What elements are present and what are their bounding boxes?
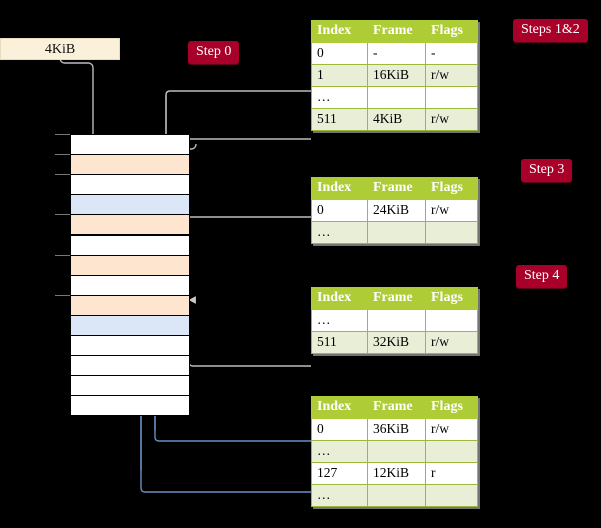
page-table-level-1-r1-frame [367,440,426,463]
page-table-level-4-r2-flags [425,86,478,109]
page-table-level-3-r0-flags: r/w [425,199,478,222]
page-table-level-3-r0-index: 0 [311,199,368,222]
page-table-level-4-header-index: Index [311,20,368,43]
memory-tick-0 [55,134,70,135]
page-table-level-1-r2-flags: r [425,462,478,485]
page-table-level-3-r1-frame [367,221,426,244]
table-row[interactable]: … [311,86,478,109]
page-table-level-3-header-frame: Frame [367,177,426,200]
page-table-level-2-r0-frame [367,309,426,332]
memory-frame-11 [70,355,190,377]
page-table-level-2-r0-flags [425,309,478,332]
table-row[interactable]: 0-- [311,42,478,65]
page-table-level-1-r3-flags [425,484,478,507]
page-table-level-2-header-frame: Frame [367,287,426,310]
page-table-level-2-header-flags: Flags [425,287,478,310]
page-table-level-4-r3-index: 511 [311,108,368,131]
page-table-level-3-r1-index: … [311,221,368,244]
memory-frame-7 [70,274,190,296]
page-table-level-1-r2-index: 127 [311,462,368,485]
page-table-level-4-r0-index: 0 [311,42,368,65]
badge-step-4: Step 4 [516,265,568,288]
badge-steps-1-2: Steps 1&2 [513,19,588,42]
wire-step12-top [165,90,311,140]
memory-tick-8 [55,294,70,296]
page-table-level-4-r0-flags: - [425,42,478,65]
memory-tick-1 [55,154,70,156]
page-table-level-1-r0-index: 0 [311,418,368,441]
memory-frame-12 [70,375,190,397]
page-table-level-1-header-frame: Frame [367,396,426,419]
source-frame-box: 4KiB [0,38,120,60]
memory-frame-5 [70,234,190,256]
page-table-level-4-r1-index: 1 [311,64,368,87]
page-table-level-3-r0-frame: 24KiB [367,199,426,222]
page-table-level-2-r1-flags: r/w [425,331,478,354]
memory-frame-2 [70,174,190,196]
page-table-level-1-r0-frame: 36KiB [367,418,426,441]
page-table-level-1-r3-frame [367,484,426,507]
page-table-level-1-header-index: Index [311,396,368,419]
memory-frame-13 [70,395,190,417]
page-table-level-2-r1-index: 511 [311,331,368,354]
page-table-level-4-r2-frame [367,86,426,109]
memory-frame-9 [70,314,190,336]
page-table-level-4-header-frame: Frame [367,20,426,43]
page-table-level-1-r1-flags [425,440,478,463]
table-row[interactable]: … [311,221,478,244]
memory-tick-4 [55,214,70,216]
page-table-level-4-r2-index: … [311,86,368,109]
memory-frame-3 [70,194,190,216]
page-table-level-1-r2-frame: 12KiB [367,462,426,485]
page-table-level-3-header-index: Index [311,177,368,200]
table-row[interactable]: … [311,309,478,332]
table-row[interactable]: … [311,440,478,463]
page-table-level-4-header-flags: Flags [425,20,478,43]
page-table-level-4-r1-flags: r/w [425,64,478,87]
memory-tick-2 [55,174,70,176]
page-table-level-1-header-flags: Flags [425,396,478,419]
memory-frame-8 [70,294,190,316]
page-table-level-4-r3-frame: 4KiB [367,108,426,131]
wire-blue-12kib [140,404,311,493]
page-table-level-2-r1-frame: 32KiB [367,331,426,354]
memory-frame-1 [70,154,190,176]
page-table-level-1-r1-index: … [311,440,368,463]
source-frame-label: 4KiB [44,42,76,57]
wire-step3-in [175,216,311,239]
memory-frame-6 [70,254,190,276]
table-row[interactable]: … [311,484,478,507]
page-table-level-4-r1-frame: 16KiB [367,64,426,87]
physical-memory-column [55,134,190,417]
wire-step4-up [188,316,311,367]
badge-step-0: Step 0 [188,41,240,64]
memory-tick-6 [55,254,70,256]
page-table-level-1-r0-flags: r/w [425,418,478,441]
memory-frame-0 [70,134,190,156]
page-table-level-2-header-index: Index [311,287,368,310]
memory-frame-4 [70,214,190,236]
page-table-level-1-r3-index: … [311,484,368,507]
memory-frame-10 [70,335,190,357]
page-table-level-4-r3-flags: r/w [425,108,478,131]
page-table-level-2-r0-index: … [311,309,368,332]
page-table-level-4-r0-frame: - [367,42,426,65]
page-table-level-3-header-flags: Flags [425,177,478,200]
page-table-level-3-r1-flags [425,221,478,244]
badge-step-3: Step 3 [521,159,573,182]
